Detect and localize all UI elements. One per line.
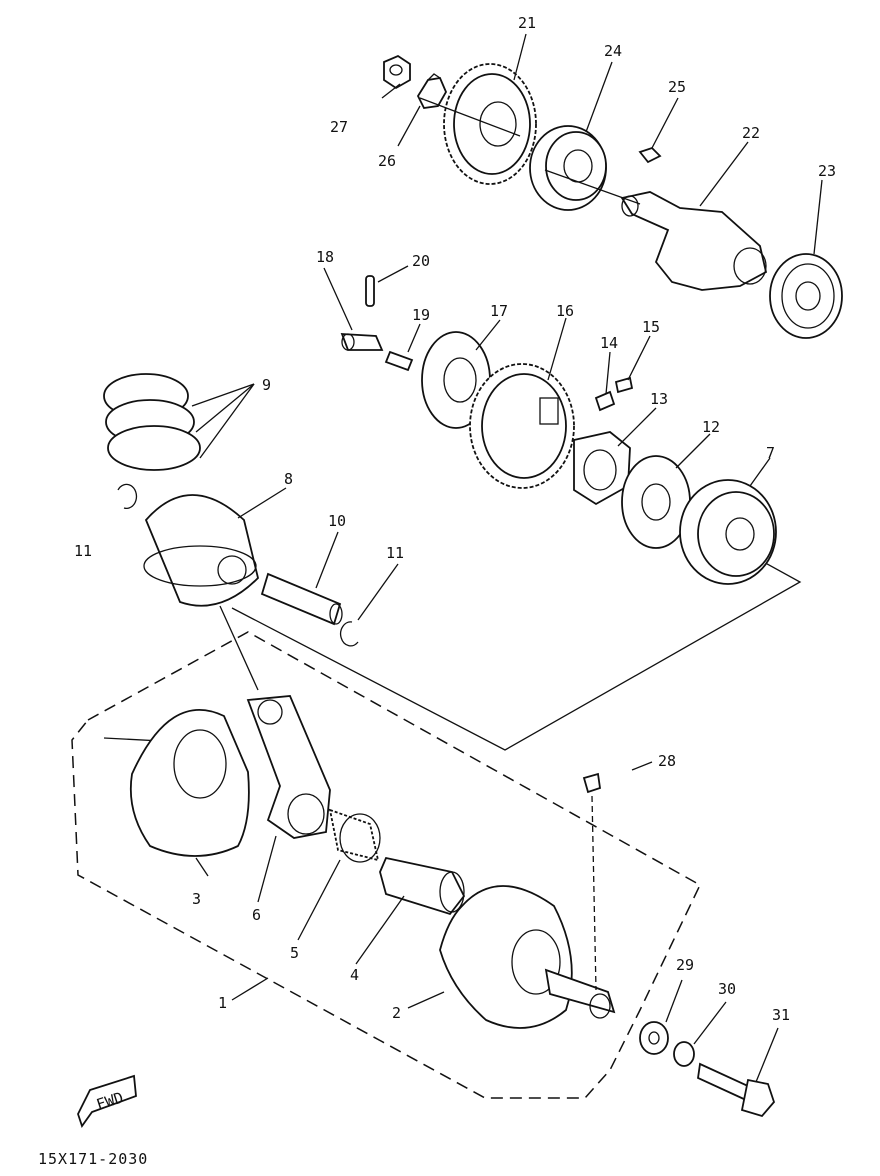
callout-26: 26 xyxy=(378,152,396,170)
part-27-nut xyxy=(383,54,411,90)
part-21-balancer-gear xyxy=(419,63,537,185)
part-14-spring xyxy=(594,390,616,412)
part-4-crank-pin xyxy=(379,856,466,916)
callout-23: 23 xyxy=(818,162,836,180)
part-7-bearing xyxy=(679,479,777,585)
callout-11-right: 11 xyxy=(386,544,404,562)
callout-13: 13 xyxy=(650,390,668,408)
callout-2: 2 xyxy=(392,1004,401,1022)
part-31-bolt xyxy=(697,1062,776,1118)
part-25-key xyxy=(638,146,662,164)
part-18-pin xyxy=(340,333,384,351)
part-11-circlip-left xyxy=(117,483,138,510)
part-20-pin xyxy=(365,275,375,307)
callout-18: 18 xyxy=(316,248,334,266)
callout-16: 16 xyxy=(556,302,574,320)
part-5-needle-bearing xyxy=(328,808,381,863)
part-24-bearing xyxy=(529,125,607,211)
callout-6: 6 xyxy=(252,906,261,924)
part-12-plate xyxy=(621,455,691,549)
callout-4: 4 xyxy=(350,966,359,984)
callout-15: 15 xyxy=(642,318,660,336)
leader-lines xyxy=(191,33,823,1083)
part-6-connecting-rod xyxy=(246,695,331,839)
part-8-piston xyxy=(143,494,259,607)
callout-19: 19 xyxy=(412,306,430,324)
callout-8: 8 xyxy=(284,470,293,488)
callout-12: 12 xyxy=(702,418,720,436)
piston-guide-line xyxy=(219,605,259,691)
drawing-code: 15X171-2030 xyxy=(38,1150,148,1168)
part-11-circlip-right xyxy=(340,621,359,647)
part-30-lock-washer xyxy=(673,1041,695,1067)
callout-27: 27 xyxy=(330,118,348,136)
part-28-key xyxy=(582,772,601,991)
callout-7: 7 xyxy=(766,444,775,462)
callout-28: 28 xyxy=(658,752,676,770)
part-2-crank-half-right xyxy=(439,885,616,1029)
part-23-bearing xyxy=(769,253,843,339)
part-3-crank-half-left xyxy=(103,708,250,857)
callout-21: 21 xyxy=(518,14,536,32)
callout-labels: 1 2 3 4 5 6 7 8 9 10 11 11 12 13 14 15 1… xyxy=(74,14,836,1024)
callout-14: 14 xyxy=(600,334,618,352)
part-29-washer xyxy=(639,1021,669,1055)
part-22-balancer-shaft xyxy=(544,169,768,291)
callout-30: 30 xyxy=(718,980,736,998)
callout-1: 1 xyxy=(218,994,227,1012)
crankshaft-assembly-boundary xyxy=(71,631,701,1099)
callout-5: 5 xyxy=(290,944,299,962)
part-16-gear xyxy=(469,363,575,489)
callout-22: 22 xyxy=(742,124,760,142)
callout-20: 20 xyxy=(412,252,430,270)
callout-9: 9 xyxy=(262,376,271,394)
part-15-pin xyxy=(614,376,634,394)
callout-24: 24 xyxy=(604,42,622,60)
bearing-connector-line xyxy=(231,559,802,751)
callout-25: 25 xyxy=(668,78,686,96)
callout-29: 29 xyxy=(676,956,694,974)
callout-31: 31 xyxy=(772,1006,790,1024)
callout-3: 3 xyxy=(192,890,201,908)
part-10-piston-pin xyxy=(260,572,343,626)
fwd-arrow-icon: FWD xyxy=(77,1074,137,1128)
callout-11-left: 11 xyxy=(74,542,92,560)
part-9-piston-rings xyxy=(103,373,201,471)
part-19-spring xyxy=(384,350,414,372)
callout-17: 17 xyxy=(490,302,508,320)
callout-10: 10 xyxy=(328,512,346,530)
